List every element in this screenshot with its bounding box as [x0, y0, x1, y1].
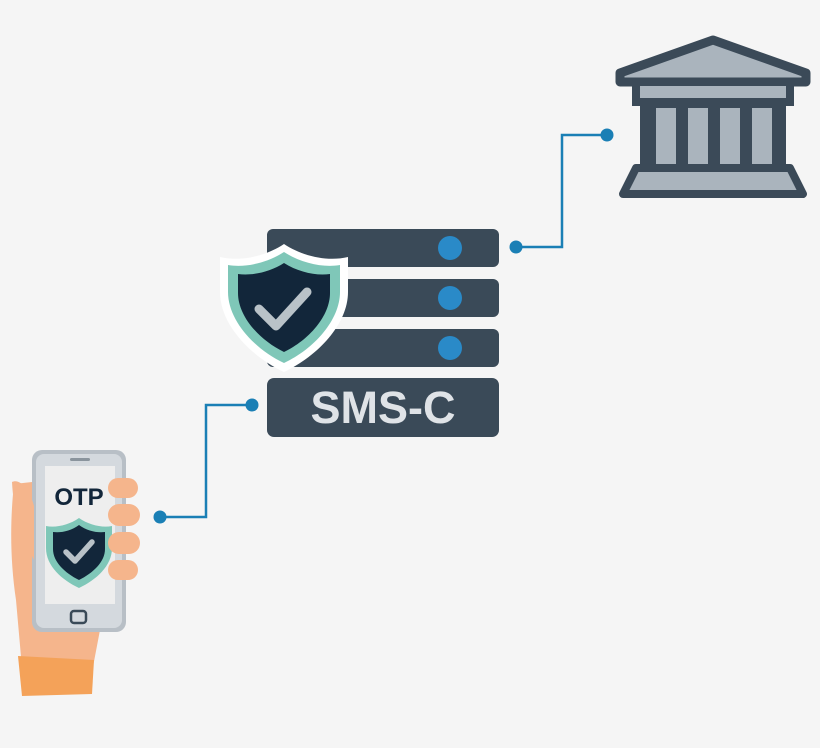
- connector-dot: [509, 240, 523, 254]
- phone-otp-label: OTP: [54, 484, 103, 511]
- server-label: SMS-C: [311, 382, 456, 433]
- server-led: [438, 336, 462, 360]
- bank-building-icon: [615, 35, 811, 198]
- connector-phone-to-server: [153, 398, 259, 524]
- connector-dot: [245, 398, 259, 412]
- connector-dot: [600, 128, 614, 142]
- shield-check-icon: [220, 244, 348, 372]
- hand-fingers: [12, 478, 140, 580]
- server-led: [438, 286, 462, 310]
- connector-server-to-bank: [509, 128, 614, 254]
- server-led: [438, 236, 462, 260]
- connector-dot: [153, 510, 167, 524]
- phone-speaker: [70, 458, 90, 461]
- server-label-plate: [267, 378, 499, 437]
- wrist-cuff: [18, 656, 94, 696]
- checkmark-icon: [254, 287, 312, 331]
- smartphone-icon: OTP: [32, 450, 126, 632]
- phone-shield-icon: [46, 518, 112, 588]
- phone-home-button: [69, 609, 88, 625]
- server-unit: [267, 229, 499, 267]
- phone-checkmark-icon: [63, 539, 95, 564]
